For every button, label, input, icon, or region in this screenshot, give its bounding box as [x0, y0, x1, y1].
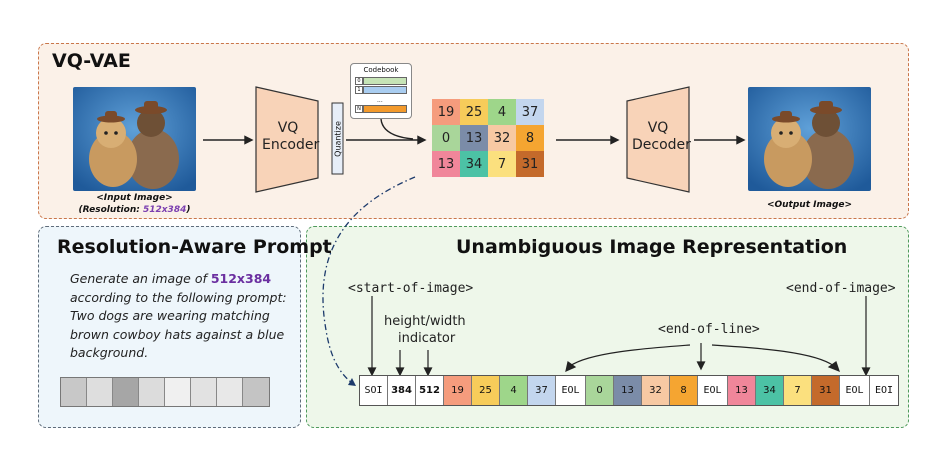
codebook-row: 1 [355, 86, 407, 94]
grid-token: 13 [432, 151, 460, 177]
input-image [73, 87, 196, 191]
codebook-index: 0 [355, 77, 363, 85]
grid-token: 25 [460, 99, 488, 125]
sequence-token: 13 [614, 376, 642, 405]
grid-token: 4 [488, 99, 516, 125]
sequence-token: 37 [528, 376, 556, 405]
dash-dot-arrow-grid-to-sequence [322, 176, 416, 384]
arrow-eol-right [711, 344, 835, 367]
vq-vae-title: VQ-VAE [52, 50, 131, 72]
sequence-token: 7 [784, 376, 812, 405]
prompt-swatch [191, 378, 217, 406]
sequence-token: 512 [416, 376, 444, 405]
grid-token: 37 [516, 99, 544, 125]
sequence-token: EOL [840, 376, 870, 405]
codebook-entry [363, 105, 407, 113]
prompt-swatch [243, 378, 269, 406]
grid-token: 32 [488, 125, 516, 151]
prompt-swatch [61, 378, 87, 406]
grid-token: 8 [516, 125, 544, 151]
codebook-index: 1 [355, 86, 363, 94]
quantize-block [331, 102, 344, 175]
sequence-token: SOI [360, 376, 388, 405]
grid-token: 7 [488, 151, 516, 177]
output-image-caption: <Output Image> [766, 200, 853, 210]
prompt-swatch [87, 378, 113, 406]
grid-token: 31 [516, 151, 544, 177]
sequence-token: 384 [388, 376, 416, 405]
codebook-ellipsis: ... [377, 97, 383, 104]
prompt-resolution: 512x384 [210, 271, 272, 286]
vq-encoder-label: VQ Encoder [262, 120, 320, 153]
input-dogs-illustration [73, 87, 196, 191]
sequence-token: 31 [812, 376, 840, 405]
vq-encoder-shape [255, 86, 319, 193]
sequence-token: EOL [556, 376, 586, 405]
grid-token: 34 [460, 151, 488, 177]
representation-title: Unambiguous Image Representation [456, 236, 848, 258]
prompt-swatch [113, 378, 139, 406]
codebook-row: N [355, 105, 407, 113]
prompt-swatch [217, 378, 243, 406]
codebook-title: Codebook [363, 66, 399, 74]
end-of-line-label: <end-of-line> [658, 322, 760, 337]
codebook-row: 0 [355, 77, 407, 85]
sequence-token: 13 [728, 376, 756, 405]
sequence-token: 34 [756, 376, 784, 405]
sequence-token: 19 [444, 376, 472, 405]
quantize-label: Quantize [333, 121, 342, 157]
start-of-image-label: <start-of-image> [348, 281, 474, 296]
output-dogs-illustration [748, 87, 871, 191]
sequence-token: EOI [870, 376, 898, 405]
output-image [748, 87, 871, 191]
sequence-token: 25 [472, 376, 500, 405]
arrow-codebook-lookup [380, 118, 414, 140]
prompt-token-swatches [60, 377, 270, 407]
input-image-caption: <Input Image> [96, 193, 173, 203]
codebook-card: Codebook 0 1 ... N [350, 63, 412, 119]
height-width-label: height/width [384, 314, 466, 329]
input-resolution-caption: (Resolution: 512x384) [78, 205, 191, 215]
sequence-token: 4 [500, 376, 528, 405]
sequence-token: 32 [642, 376, 670, 405]
sequence-token: EOL [698, 376, 728, 405]
end-of-image-label: <end-of-image> [786, 281, 896, 296]
vq-decoder-label: VQ Decoder [632, 120, 691, 153]
codebook-entry [363, 86, 407, 94]
grid-token: 0 [432, 125, 460, 151]
arrow-eol-left [569, 344, 691, 367]
prompt-swatch [165, 378, 191, 406]
grid-token: 19 [432, 99, 460, 125]
sequence-token: 8 [670, 376, 698, 405]
sequence-token: 0 [586, 376, 614, 405]
prompt-title: Resolution-Aware Prompt [57, 236, 332, 258]
grid-token: 13 [460, 125, 488, 151]
vq-decoder-shape [626, 86, 690, 193]
codebook-entry [363, 77, 407, 85]
codebook-index: N [355, 105, 363, 113]
prompt-swatch [139, 378, 165, 406]
indicator-label: indicator [398, 331, 456, 346]
